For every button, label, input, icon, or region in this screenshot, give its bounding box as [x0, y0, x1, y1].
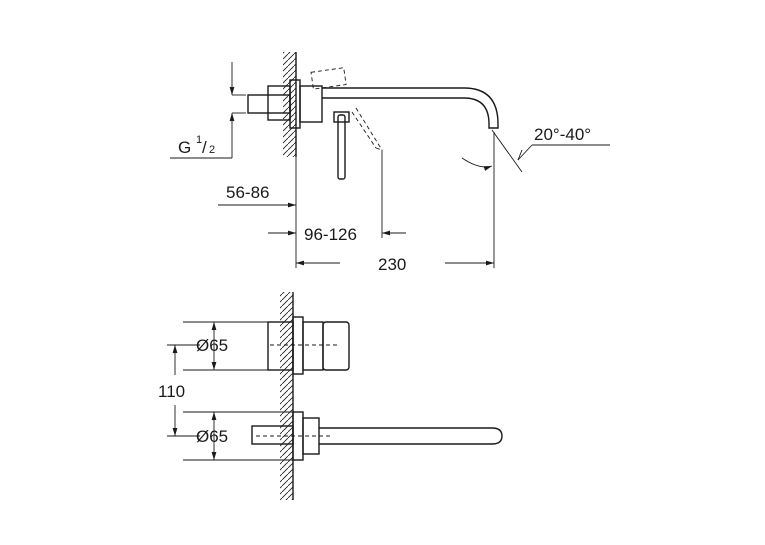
side-view [170, 52, 610, 268]
thread-label: G [178, 138, 191, 157]
mixer-flange [292, 316, 304, 375]
handle-dashed-box [310, 67, 347, 90]
handle-reach-label: 96-126 [304, 225, 357, 244]
top-view [167, 292, 503, 500]
escutcheon [299, 85, 323, 123]
spout-length-label: 230 [378, 255, 406, 274]
thread-numerator: 1 [196, 134, 202, 146]
handle-lever [337, 114, 346, 180]
vertical-spacing-label: 110 [158, 382, 185, 401]
diameter-top-label: Ø65 [196, 336, 228, 355]
wall-depth-label: 56-86 [226, 183, 269, 202]
thread-slash: / [202, 138, 207, 157]
diameter-bottom-label: Ø65 [196, 427, 228, 446]
thread-denominator: 2 [209, 144, 215, 156]
spout-top [319, 427, 503, 445]
wall-hatch-bottom [280, 292, 293, 500]
spout [322, 87, 499, 129]
spout-angle-label: 20°-40° [534, 125, 591, 144]
mixer-handle [322, 321, 350, 371]
